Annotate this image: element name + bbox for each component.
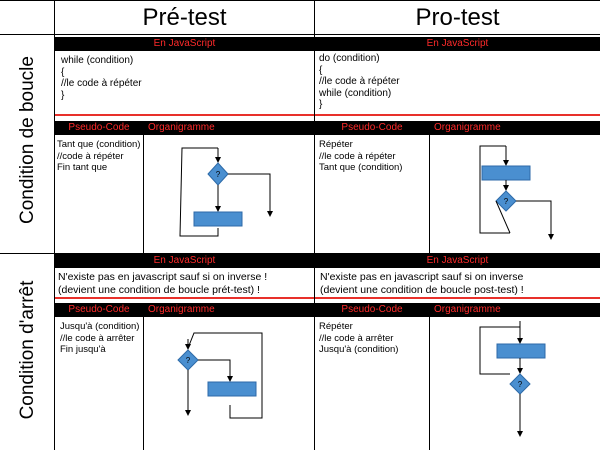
js-label-boucle-pro: En JavaScript	[315, 37, 600, 51]
process-box	[193, 211, 243, 227]
pseudo-label-boucle-pre: Pseudo-Code	[55, 121, 143, 135]
grid-h-header	[0, 34, 600, 35]
js-code-boucle-pre: while (condition) { //le code à répéter …	[61, 55, 142, 101]
flowchart-boucle-pro: ?	[479, 145, 554, 240]
js-label-arret-pro: En JavaScript	[315, 254, 600, 268]
pseudo-code-arret-pre: Jusqu'à (condition) //le code à arrêter …	[60, 321, 140, 355]
decision-diamond-label: ?	[504, 197, 509, 206]
pseudo-code-boucle-pro: Répéter //le code à répéter Tant que (co…	[319, 139, 403, 173]
grid-v-middle	[314, 0, 315, 450]
process-box	[481, 165, 531, 181]
pseudo-code-arret-pro: Répéter //le code à arrêter Jusqu'à (con…	[319, 321, 399, 355]
flow-loop-line	[479, 145, 510, 234]
grid-v-pseudo-pro-top	[429, 121, 430, 253]
pseudo-label-arret-pre: Pseudo-Code	[55, 303, 143, 317]
decision-diamond-label: ?	[186, 356, 191, 365]
red-rule-arret-pre	[55, 297, 314, 299]
decision-diamond-label: ?	[216, 170, 221, 179]
grid-h-rows	[0, 253, 600, 254]
header-pre-test: Pré-test	[142, 4, 227, 31]
js-code-boucle-pro: do (condition) { //le code à répéter whi…	[319, 53, 400, 110]
grid-v-pseudo-pro-bot	[429, 303, 430, 450]
flow-loop-line	[179, 147, 219, 237]
grid-v-left	[54, 0, 55, 450]
red-rule-boucle-pro	[315, 114, 600, 116]
row-title-condition-de-boucle: Condition de boucle	[17, 56, 38, 224]
header-pro-test: Pro-test	[415, 4, 500, 31]
row-title-condition-d-arret: Condition d'arrêt	[17, 280, 38, 420]
grid-outer-top	[0, 0, 600, 1]
decision-diamond-label: ?	[518, 380, 523, 389]
flowchart-boucle-pre: ?	[179, 147, 273, 237]
flowchart-arret-pre: ?	[177, 332, 263, 419]
organigramme-label-boucle-pro: Organigramme	[430, 121, 600, 135]
flow-no-arrow	[198, 359, 233, 382]
js-note-arret-pro: N'existe pas en javascript sauf si on in…	[320, 271, 524, 296]
flowchart-arret-pro: ?	[479, 321, 546, 437]
js-note-arret-pre: N'existe pas en javascript sauf si on in…	[58, 271, 268, 296]
js-label-arret-pre: En JavaScript	[55, 254, 314, 268]
flow-loop-line	[479, 326, 520, 375]
js-label-boucle-pre: En JavaScript	[55, 37, 314, 51]
red-rule-arret-pro	[315, 297, 600, 299]
grid-v-pseudo-pre-bot	[143, 303, 144, 450]
flow-loop-line	[187, 332, 263, 419]
flow-exit-arrow	[516, 200, 554, 240]
organigramme-label-arret-pro: Organigramme	[430, 303, 600, 317]
process-box	[207, 381, 257, 397]
grid-v-pseudo-pre-top	[143, 121, 144, 253]
decision-diamond	[495, 190, 517, 212]
organigramme-label-boucle-pre: Organigramme	[144, 121, 318, 135]
pseudo-label-arret-pro: Pseudo-Code	[315, 303, 429, 317]
red-rule-boucle-pre	[55, 114, 314, 116]
pseudo-label-boucle-pro: Pseudo-Code	[315, 121, 429, 135]
pseudo-code-boucle-pre: Tant que (condition) //code à répéter Fi…	[57, 139, 141, 173]
flow-back-line	[495, 200, 511, 234]
process-box	[496, 343, 546, 359]
organigramme-label-arret-pre: Organigramme	[144, 303, 318, 317]
flow-exit-arrow	[228, 173, 273, 217]
